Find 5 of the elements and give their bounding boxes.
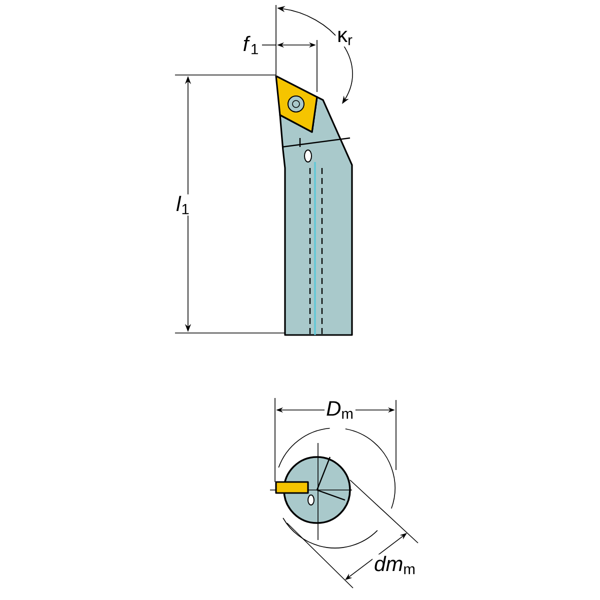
dimension-label: f$_{1}$	[241, 34, 261, 56]
dimension-label: D$_{m}$	[324, 400, 356, 420]
dimension-label: κ$_{r}$	[336, 29, 354, 47]
dimension-label: l$_{1}$	[174, 194, 192, 216]
dimension-label: dm$_{m}$	[372, 554, 418, 576]
